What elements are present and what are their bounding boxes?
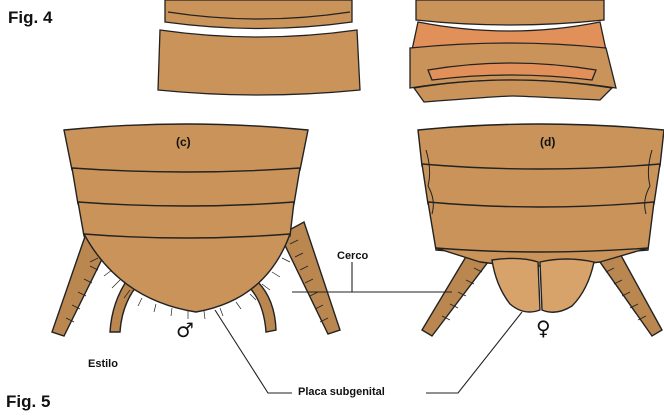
fig5-label: Fig. 5 bbox=[6, 392, 50, 412]
fig4-right-abdomen bbox=[410, 0, 616, 102]
fig4-left-abdomen bbox=[158, 0, 360, 95]
panel-label-c: (c) bbox=[176, 135, 191, 149]
male-right-stylus bbox=[250, 282, 276, 332]
fig4-label: Fig. 4 bbox=[8, 8, 52, 28]
annotation-leaders bbox=[215, 262, 522, 393]
subgenital-plate-left-lobe bbox=[492, 258, 540, 312]
subgenital-plate-right-lobe bbox=[540, 259, 594, 312]
panel-label-d: (d) bbox=[540, 135, 555, 149]
estilo-label: Estilo bbox=[88, 358, 118, 370]
female-right-cercus bbox=[600, 250, 662, 336]
fig5-female-abdomen bbox=[418, 124, 664, 336]
placa-leader-left bbox=[215, 310, 292, 393]
female-left-cercus bbox=[422, 250, 488, 336]
male-symbol: ♂ bbox=[176, 318, 194, 342]
female-symbol: ♀ bbox=[536, 316, 551, 340]
cerco-label: Cerco bbox=[337, 250, 368, 262]
placa-subgenital-label: Placa subgenital bbox=[298, 386, 385, 398]
fig5-male-abdomen bbox=[52, 124, 340, 336]
male-right-cercus bbox=[280, 222, 340, 334]
